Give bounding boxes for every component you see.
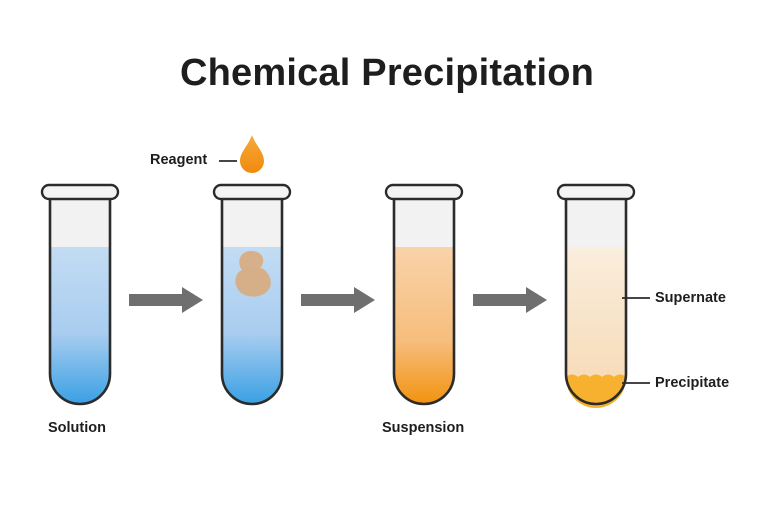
reagent-label: Reagent — [150, 152, 208, 168]
diagram-title: Chemical Precipitation — [179, 52, 595, 94]
droplet-icon — [240, 135, 264, 173]
supernate-label: Supernate — [655, 290, 726, 306]
suspension-label: Suspension — [382, 420, 465, 436]
arrow-icon — [473, 287, 547, 313]
reagent-blob — [235, 251, 271, 297]
test-tube-solution — [40, 183, 120, 406]
test-tube-reagent-added — [212, 183, 292, 406]
precipitate-label: Precipitate — [655, 375, 730, 391]
test-tube-suspension — [384, 183, 464, 406]
arrow-icon — [129, 287, 203, 313]
test-tube-precipitate — [556, 183, 636, 408]
solution-label: Solution — [48, 420, 106, 436]
arrow-icon — [301, 287, 375, 313]
